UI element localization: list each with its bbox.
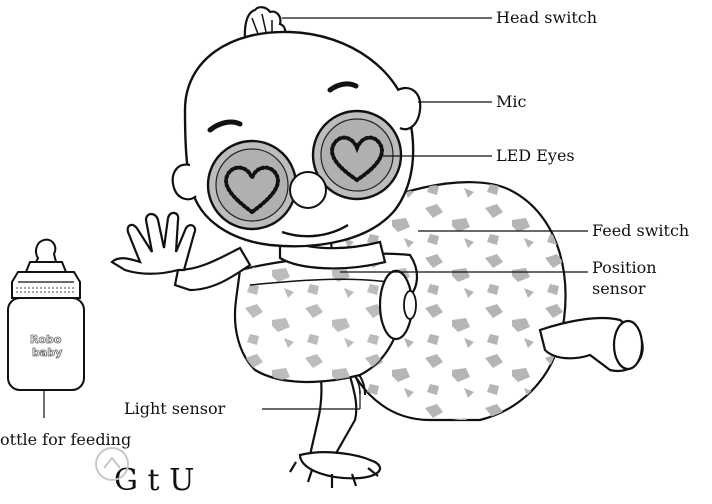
label-position-sensor-line2: sensor	[592, 279, 645, 299]
bottle-logo-line2: baby	[32, 346, 62, 359]
led-eye-left	[208, 141, 296, 229]
label-led-eyes: LED Eyes	[496, 146, 575, 166]
feeding-bottle: Robo baby	[8, 240, 84, 390]
right-leg	[540, 318, 643, 371]
head	[173, 7, 420, 246]
bottle-logo: Robo baby	[30, 333, 62, 359]
label-light-sensor: Light sensor	[124, 399, 225, 419]
watermark-icon	[92, 444, 132, 484]
label-mic: Mic	[496, 92, 526, 112]
bottle-logo-line1: Robo	[30, 333, 62, 346]
mic-ear	[398, 88, 420, 129]
label-feed-switch: Feed switch	[592, 221, 689, 241]
label-position-sensor-line1: Position	[592, 258, 657, 278]
label-head-switch: Head switch	[496, 8, 597, 28]
